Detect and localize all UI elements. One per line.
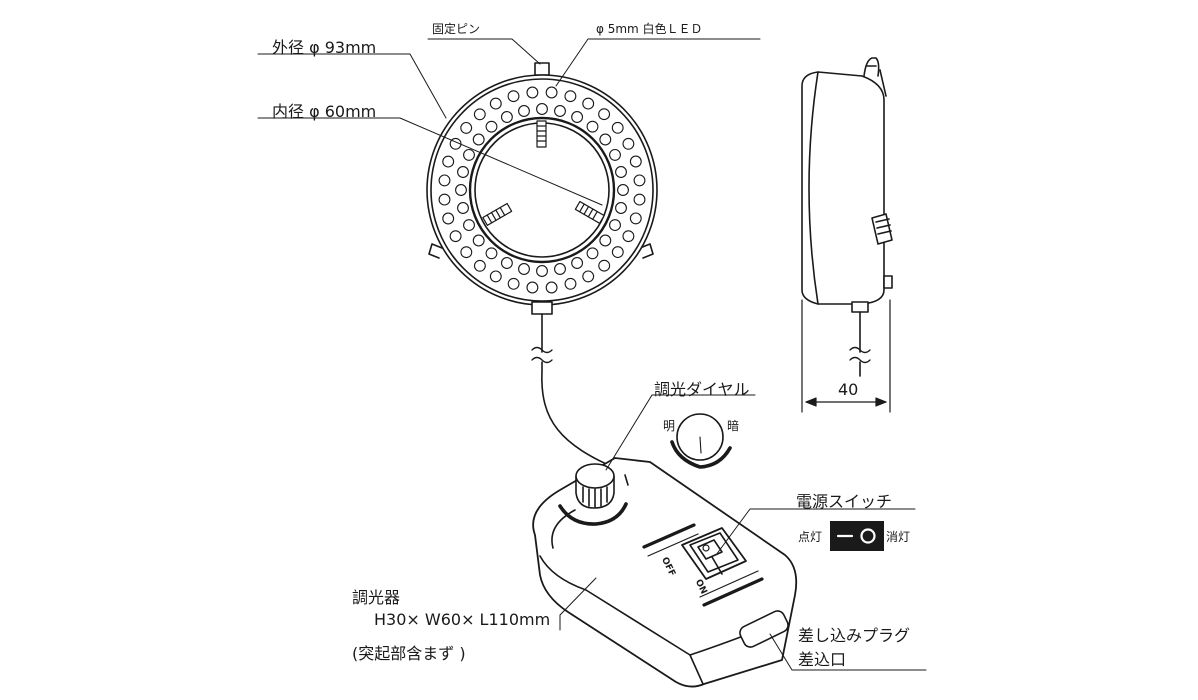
led-dot xyxy=(526,281,539,294)
led-dot xyxy=(472,234,485,247)
rocker-switch xyxy=(681,527,747,580)
dimmer-label: 調光器 xyxy=(352,588,401,607)
power-switch-label: 電源スイッチ xyxy=(796,492,893,511)
led-dot xyxy=(473,108,486,121)
led-dot xyxy=(442,155,455,168)
led-dot xyxy=(611,246,624,259)
plug-label: 差し込みプラグ xyxy=(798,626,911,645)
led-dot xyxy=(586,247,599,260)
led-dot xyxy=(507,277,520,290)
off-state-label: 消灯 xyxy=(886,530,911,544)
led-dot xyxy=(507,90,520,103)
led-dot xyxy=(545,281,558,294)
led-dot xyxy=(582,270,595,283)
led-dot xyxy=(485,120,498,133)
ring-light-side-view xyxy=(801,57,893,377)
led-dot xyxy=(629,212,642,225)
led-dot xyxy=(617,184,629,196)
led-dot xyxy=(586,120,599,133)
led-dot xyxy=(463,219,475,232)
led-dot xyxy=(472,133,485,146)
led-dot xyxy=(609,219,621,232)
led-dot xyxy=(460,121,473,134)
led-dot xyxy=(633,193,646,206)
led-dot xyxy=(518,263,530,275)
led-dot xyxy=(536,265,548,277)
dark-label: 暗 xyxy=(727,419,740,433)
led-dot xyxy=(500,257,513,269)
cable-break xyxy=(531,346,553,364)
inlet-label: 差込口 xyxy=(798,650,847,669)
led-dot xyxy=(455,184,467,196)
led-dot xyxy=(438,174,451,187)
led-dot xyxy=(633,174,646,187)
dimmer-note-label: (突起部含まず ) xyxy=(352,644,466,663)
fixing-pin-top xyxy=(534,62,550,76)
cable-exit xyxy=(531,301,553,315)
led-array xyxy=(438,86,646,294)
set-screw-left xyxy=(482,202,513,226)
led-dot xyxy=(545,86,558,99)
depth-value: 40 xyxy=(838,380,859,399)
dimmer-knob xyxy=(558,463,628,526)
led-dot xyxy=(473,259,486,272)
led-dot xyxy=(582,97,595,110)
led-dot xyxy=(598,108,611,121)
led-dot xyxy=(485,247,498,260)
led-dot xyxy=(457,166,469,178)
led-dot xyxy=(571,257,584,269)
led-dot xyxy=(449,230,462,243)
led-dot xyxy=(622,230,635,243)
led-dot xyxy=(622,137,635,150)
led-dot xyxy=(460,246,473,259)
inner-diameter-label: 内径 φ 60mm xyxy=(272,102,377,121)
led-dot xyxy=(554,105,566,117)
led-dot xyxy=(615,202,627,214)
led-dot xyxy=(629,155,642,168)
led-dot xyxy=(598,259,611,272)
power-switch-symbol xyxy=(830,521,884,551)
ring-inner-edge xyxy=(468,116,616,264)
led-dot xyxy=(564,277,577,290)
depth-dimension xyxy=(801,299,891,413)
led-dot xyxy=(526,86,539,99)
led-label: φ 5mm 白色ＬＥＤ xyxy=(596,22,703,36)
led-dot xyxy=(609,148,621,161)
led-dot xyxy=(438,193,451,206)
outer-diameter-label: 外径 φ 93mm xyxy=(272,38,377,57)
led-dot xyxy=(518,105,530,117)
led-dot xyxy=(489,97,502,110)
led-dot xyxy=(611,121,624,134)
set-screw-right xyxy=(574,200,605,224)
dimmer-dial-label: 調光ダイヤル xyxy=(654,380,750,399)
ring-light-front-view xyxy=(426,62,658,315)
led-dot xyxy=(463,148,475,161)
dimmer-controller-box xyxy=(532,457,798,688)
led-dot xyxy=(571,111,584,123)
led-dot xyxy=(599,234,612,247)
led-dot xyxy=(442,212,455,225)
lit-label: 点灯 xyxy=(798,530,823,544)
leader-lines xyxy=(257,38,927,671)
cable xyxy=(541,313,621,471)
led-dot xyxy=(500,111,513,123)
led-dot xyxy=(457,202,469,214)
dimmer-dial-inset xyxy=(670,413,732,469)
led-dot xyxy=(554,263,566,275)
led-dot xyxy=(599,133,612,146)
led-dot xyxy=(536,103,548,115)
led-dot xyxy=(489,270,502,283)
bright-label: 明 xyxy=(663,419,676,433)
led-dot xyxy=(615,166,627,178)
fixing-pin-label: 固定ピン xyxy=(432,22,481,36)
led-dot xyxy=(564,90,577,103)
set-screw-top xyxy=(536,120,547,148)
dimmer-size-label: H30× W60× L110mm xyxy=(374,610,551,629)
